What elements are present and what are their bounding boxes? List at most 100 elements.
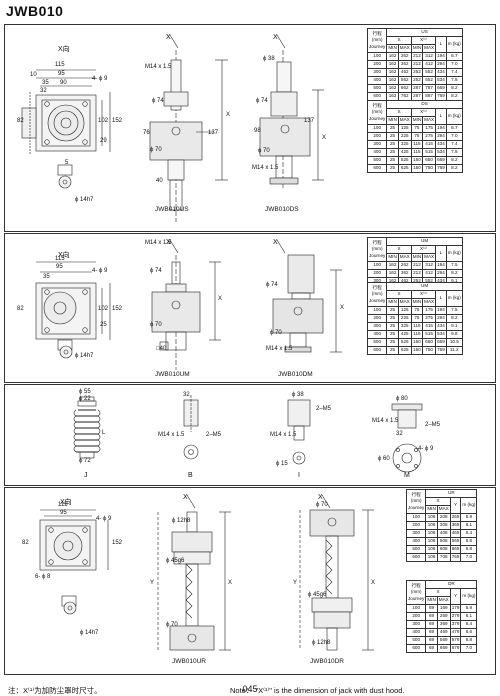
table-col-head: MAX [397,253,412,262]
table-cell: 525 [397,338,412,347]
dim-152-4: 152 [112,540,123,546]
table-series-name: DR [425,580,478,589]
table-cell: 225 [397,132,412,141]
dim-82-4: 82 [22,540,29,546]
table-cell: 252 [410,68,424,77]
table-cell: 662 [397,84,412,93]
dim-35: 35 [42,80,49,86]
dim-l-j: L [102,430,106,436]
table-col-head: MIN [386,253,399,262]
table-series-name: UM [386,237,463,246]
table-col-head: MIN [410,298,424,307]
table-cell: 562 [397,76,412,85]
dim-y-ur: Y [150,580,155,586]
table-cell: 265 [449,513,462,522]
table-cell: 279 [449,612,462,621]
table-cell: 162 [386,269,399,278]
table-cell: 534 [435,76,447,85]
accessory-i-drawing [287,399,311,465]
table-cell: 179 [449,604,462,613]
table-cell: 252 [410,76,424,85]
dim-55-j: ϕ 55 [79,389,91,395]
table-col-head: Y [449,588,462,605]
table-cell: 194 [435,124,447,133]
table-cell: 115 [410,322,424,331]
table-cell: 25 [386,164,399,173]
dim-82: 82 [17,118,24,124]
dim-98-ds: 98 [254,128,261,134]
dim-74-us: ϕ 74 [152,98,164,104]
dim-x-ds: X [322,135,327,141]
dim-74-dm: ϕ 74 [266,282,278,288]
table-cell: 169 [436,604,451,613]
us-jack-drawing [149,34,228,222]
table-cell: 287 [410,84,424,93]
table-col-head: MIN [425,505,438,514]
table-cell: 269 [436,612,451,621]
dim-32-m: 32 [396,431,403,437]
dim-45g6-dr: ϕ 45g6 [308,592,327,598]
dim-70-um: ϕ 70 [150,322,162,328]
table-cell: 7.5 [445,261,463,270]
table-cell: 69 [425,620,438,629]
table-cell: 552 [422,68,437,77]
dim-38-i: ϕ 38 [292,392,304,398]
table-cell: 162 [386,84,399,93]
table-cell: 10.5 [445,338,463,347]
table-cell: 7.0 [445,60,463,69]
dim-22-j: ϕ 22 [79,396,91,402]
table-cell: 194 [435,306,447,315]
table-cell: 462 [397,68,412,77]
table-col-head: L [435,36,447,53]
view-label-2: X向 [58,252,70,259]
caption-dm: JWB010DM [278,371,313,378]
table-cell: 162 [386,68,399,77]
table-cell: 262 [397,261,412,270]
dim-82-2: 82 [17,306,24,312]
table-col-head: MAX [422,253,437,262]
caption-us: JWB010US [155,206,189,213]
caption-m: M [404,472,410,479]
table-cell: 325 [397,322,412,331]
table-cell: 25 [386,132,399,141]
table-cell: 294 [435,132,447,141]
table-cell: 8.2 [445,156,463,165]
table-col-head: MAX [397,298,412,307]
table-cell: 7.4 [445,140,463,149]
table-cell: 25 [386,330,399,339]
table-cell: 108 [425,545,438,554]
axis-marker-us: X [166,34,171,41]
table-cell: 400 [366,330,388,339]
ds-jack-drawing [259,34,324,190]
dim-shaft-14-4: ϕ 14h7 [80,630,99,636]
table-cell: 600 [366,346,388,355]
table-col-head: L [435,245,447,262]
dim-4hole-4: 4- ϕ 9 [96,516,112,522]
table-cell: 69 [425,604,438,613]
table-cell: 212 [410,269,424,278]
table-cell: 25 [386,314,399,323]
um-jack-drawing [151,239,221,370]
dim-70-ds: ϕ 70 [258,148,270,154]
table-cell: 434 [435,322,447,331]
table-cell: 212 [410,52,424,61]
table-cell: 500 [366,338,388,347]
dim-70-ur: ϕ 70 [166,622,178,628]
dim-95-4: 95 [60,510,67,516]
table-cell: 115 [410,330,424,339]
table-cell: 100 [405,513,427,522]
